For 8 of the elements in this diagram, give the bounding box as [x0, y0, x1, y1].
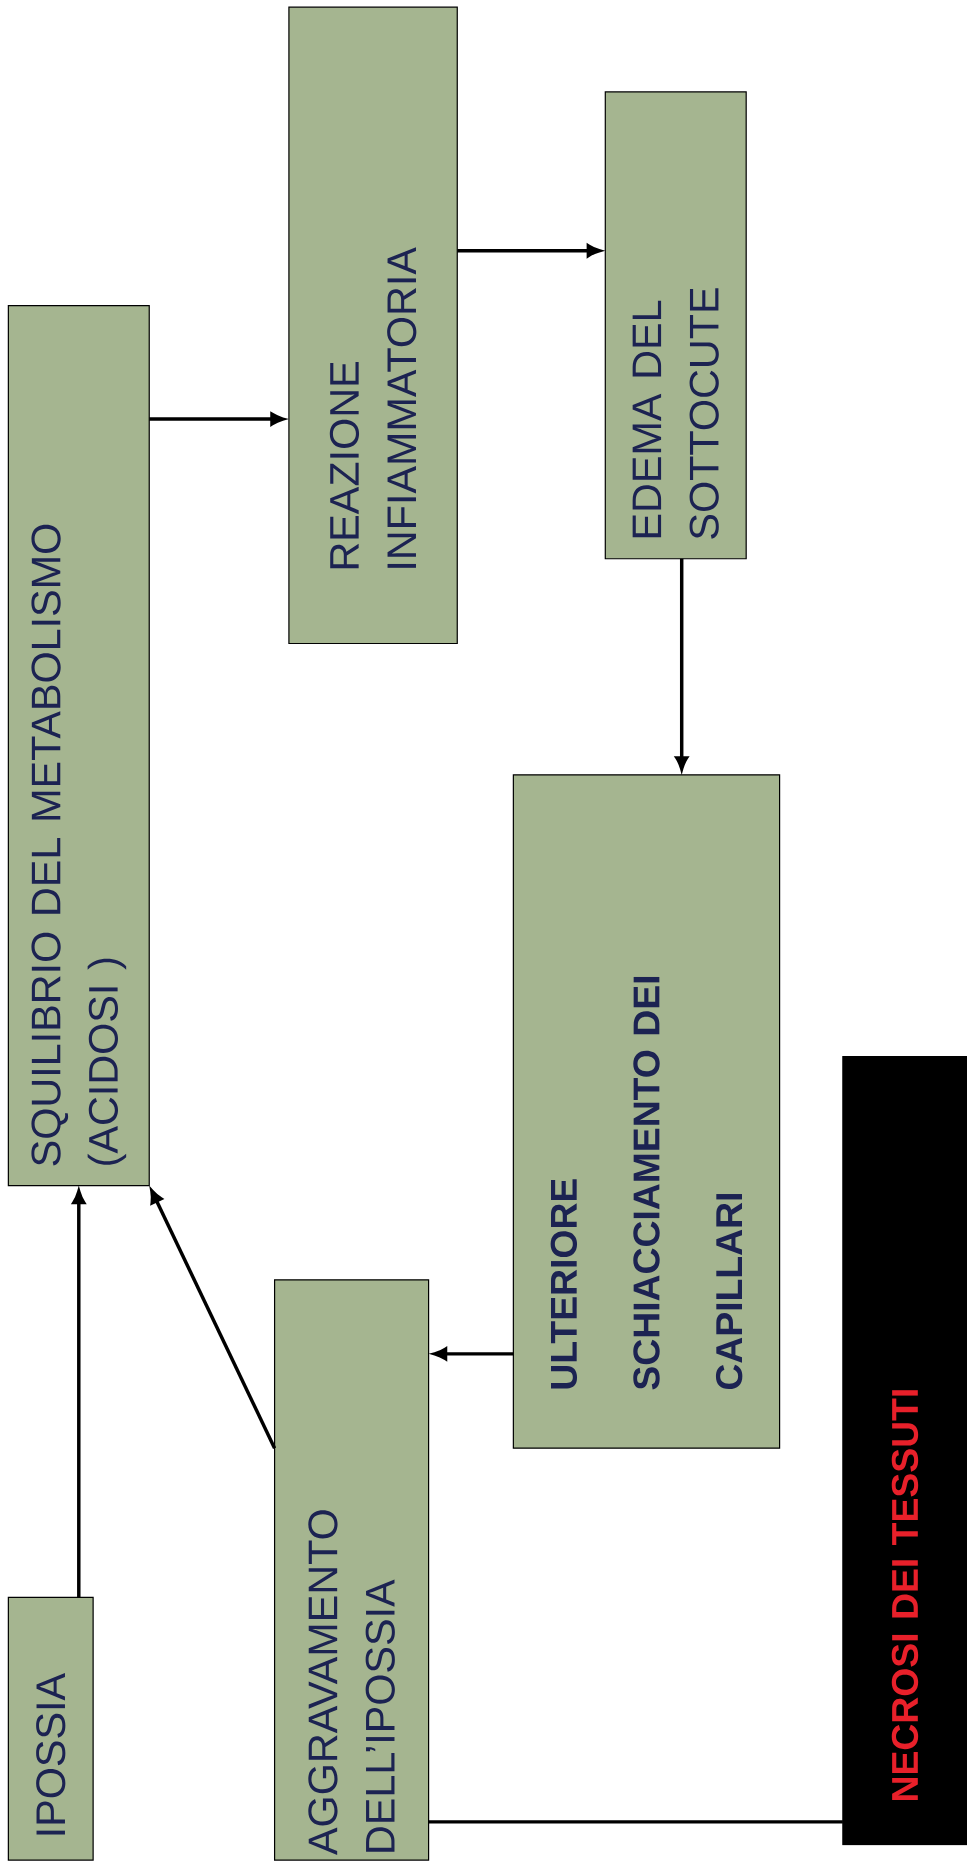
connector-line	[428, 1820, 843, 1824]
process-box: IPOSSIA	[7, 1596, 94, 1861]
outcome-box: NECROSI DEI TESSUTI	[842, 1056, 967, 1846]
process-box: ULTERIORE SCHIACCIAMENTO DEI CAPILLARI	[512, 774, 781, 1449]
process-box: AGGRAVAMENTO DELL’IPOSSIA	[273, 1279, 430, 1861]
process-box: SQUILIBRIO DEL METABOLISMO (ACIDOSI )	[7, 305, 150, 1187]
process-box: EDEMA DEL SOTTOCUTE	[604, 91, 747, 560]
process-box: REAZIONE INFIAMMATORIA	[288, 6, 458, 645]
